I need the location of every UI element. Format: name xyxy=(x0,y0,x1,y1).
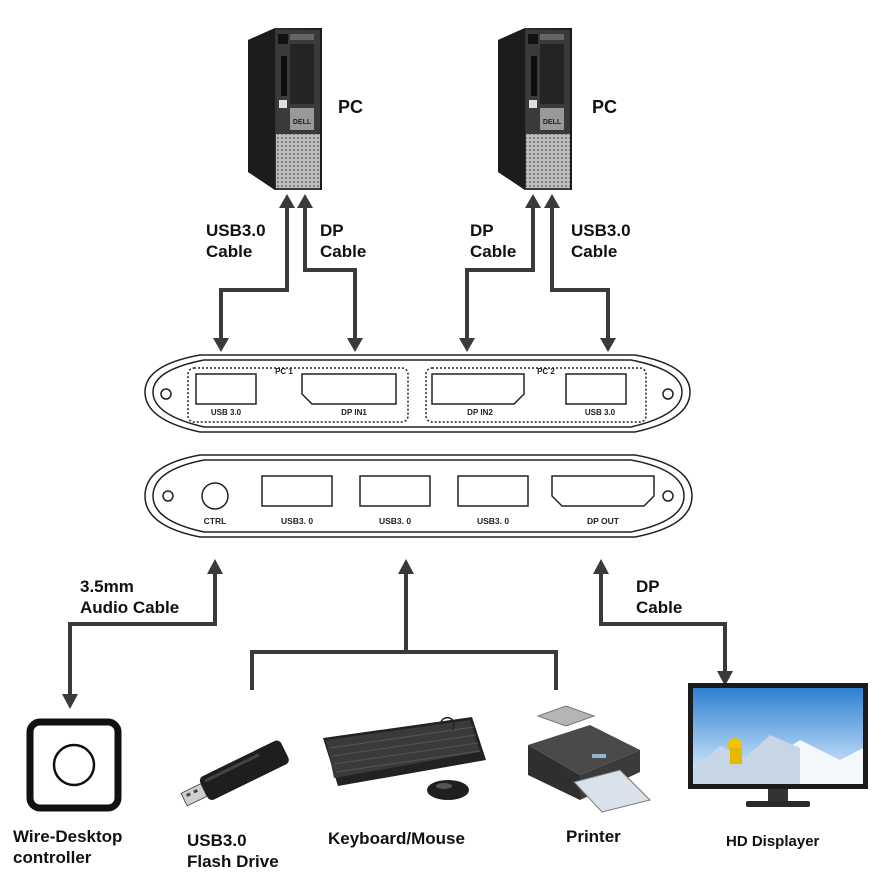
device-label-line: Wire-Desktop xyxy=(13,827,123,846)
front-port-label: DP IN1 xyxy=(341,408,367,417)
arrowhead-up xyxy=(297,194,313,208)
cable-label-line: Cable xyxy=(206,242,253,261)
bottom-connection-lines xyxy=(68,570,727,695)
arrowhead-down xyxy=(459,338,475,352)
usb-port xyxy=(195,373,257,405)
cable-label-line: Cable xyxy=(636,598,683,617)
usb-port xyxy=(261,475,333,507)
usb-flash-drive-icon xyxy=(180,740,289,807)
usb-port xyxy=(457,475,529,507)
kvm-back-panel xyxy=(144,454,693,538)
cable-label-line: Cable xyxy=(470,242,517,261)
cable-label-line: USB3.0 xyxy=(571,221,631,240)
screw-hole xyxy=(162,490,174,502)
top-arrowheads xyxy=(213,194,616,352)
pc2-group-label: PC 2 xyxy=(537,367,555,376)
cable-label-line: DP xyxy=(470,221,494,240)
device-label-printer: Printer xyxy=(566,827,621,846)
usb-port xyxy=(565,373,627,405)
arrowhead-up xyxy=(544,194,560,208)
cable-label-dp-pc2: DP Cable xyxy=(470,220,516,262)
dp-out-port xyxy=(551,475,655,507)
back-port-label: USB3. 0 xyxy=(379,516,411,526)
cable-label-line: 3.5mm xyxy=(80,577,134,596)
back-panel-inner xyxy=(152,459,685,533)
device-label-keyboard-mouse: Keyboard/Mouse xyxy=(328,829,465,848)
back-port-label: USB3. 0 xyxy=(281,516,313,526)
device-label-controller: Wire-Desktop controller xyxy=(13,826,122,868)
device-label-flash-drive: USB3.0 Flash Drive xyxy=(187,830,279,872)
bottom-arrowheads xyxy=(62,559,733,709)
pc2-dp-line xyxy=(465,205,535,340)
front-panel-inner xyxy=(152,359,683,428)
cable-label-audio: 3.5mm Audio Cable xyxy=(80,576,179,618)
arrowhead-down xyxy=(213,338,229,352)
front-port-label: DP IN2 xyxy=(467,408,493,417)
back-port-label: USB3. 0 xyxy=(477,516,509,526)
screw-hole xyxy=(662,388,674,400)
back-port-label: CTRL xyxy=(204,516,227,526)
pc-1-label: PC xyxy=(338,97,364,117)
pc-2-brand: DELL xyxy=(543,119,562,126)
arrowhead-down xyxy=(717,671,733,686)
mouse-icon xyxy=(427,780,469,800)
arrowhead-up xyxy=(525,194,541,208)
screw-hole xyxy=(160,388,172,400)
back-panel-body xyxy=(144,454,693,538)
arrowhead-up xyxy=(398,559,414,574)
arrowhead-down xyxy=(600,338,616,352)
arrowhead-down xyxy=(347,338,363,352)
cable-label-line: USB3.0 xyxy=(206,221,266,240)
pc-tower-1: DELL xyxy=(248,28,322,190)
cable-label-line: Cable xyxy=(320,242,367,261)
dp-port xyxy=(431,373,525,405)
arrowhead-up xyxy=(207,559,223,574)
keyboard-icon xyxy=(323,716,486,786)
device-label-line: controller xyxy=(13,848,92,867)
pc1-group-label: PC 1 xyxy=(275,367,293,376)
wire-desktop-controller-icon xyxy=(26,718,122,812)
cable-label-line: Cable xyxy=(571,242,618,261)
printer-icon xyxy=(528,705,651,813)
cable-label-line: DP xyxy=(636,577,660,596)
device-label-display: HD Displayer xyxy=(726,833,820,850)
front-port-label: USB 3.0 xyxy=(211,408,242,417)
hd-display-icon xyxy=(688,683,868,807)
cable-label-line: DP xyxy=(320,221,344,240)
dp-out-line xyxy=(599,570,727,672)
ctrl-jack xyxy=(201,482,229,510)
cable-label-line: Audio Cable xyxy=(80,598,180,617)
front-panel-body xyxy=(144,354,691,433)
front-port-label: USB 3.0 xyxy=(585,408,616,417)
pc-2-label: PC xyxy=(592,97,618,117)
screw-hole xyxy=(662,490,674,502)
device-label-line: Flash Drive xyxy=(187,852,279,871)
pc1-dp-line xyxy=(303,205,357,340)
arrowhead-down xyxy=(62,694,78,709)
pc1-usb-line xyxy=(219,205,289,340)
pc-1-brand: DELL xyxy=(293,119,312,126)
pc2-port-group xyxy=(425,367,647,423)
dp-port xyxy=(301,373,397,405)
usb-hub-branch xyxy=(250,650,558,690)
back-port-label: DP OUT xyxy=(587,516,620,526)
audio-cable-line xyxy=(68,570,217,695)
pc1-port-group xyxy=(187,367,409,423)
pc-tower-2: DELL xyxy=(498,28,572,190)
arrowhead-up xyxy=(279,194,295,208)
usb-port xyxy=(359,475,431,507)
pc2-usb-line xyxy=(550,205,610,340)
cable-label-usb-pc1: USB3.0 Cable xyxy=(206,220,266,262)
top-connection-arrows xyxy=(219,205,610,340)
arrowhead-up xyxy=(593,559,609,574)
device-label-line: USB3.0 xyxy=(187,831,247,850)
cable-label-dp-pc1: DP Cable xyxy=(320,220,366,262)
kvm-front-panel xyxy=(144,354,691,433)
cable-label-usb-pc2: USB3.0 Cable xyxy=(571,220,631,262)
cable-label-dp-out: DP Cable xyxy=(636,576,682,618)
